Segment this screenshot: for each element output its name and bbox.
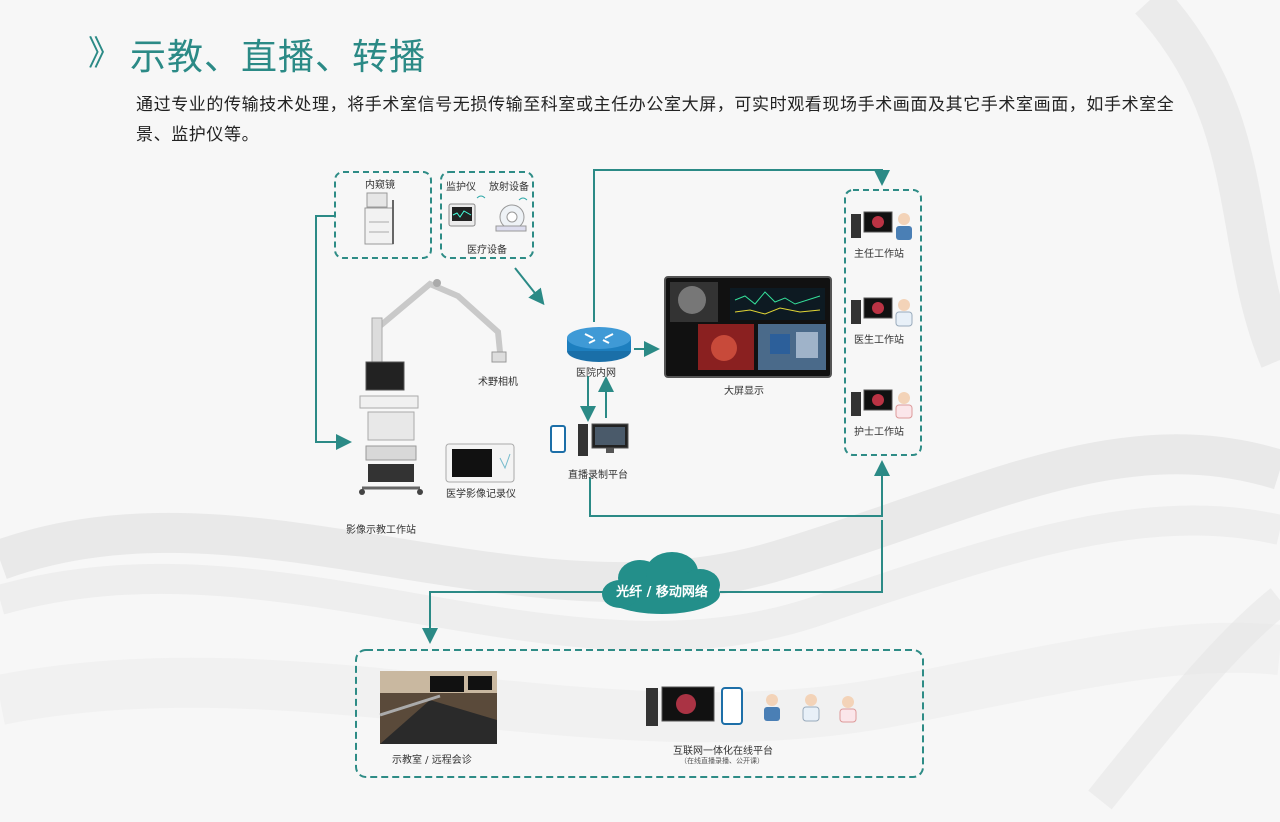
surgical-camera-arm-image	[377, 280, 503, 355]
classroom-label: 示教室 / 远程会诊	[392, 755, 472, 766]
network-cloud-label: 光纤 / 移动网络	[616, 585, 708, 600]
line-endoscope-to-teaching	[315, 215, 352, 450]
director-station-image	[851, 211, 912, 240]
hospital-network-label: 医院内网	[576, 368, 616, 379]
medical-devices-label: 医疗设备	[467, 245, 507, 256]
live-platform-image	[550, 423, 629, 456]
line-network-to-directors	[593, 169, 890, 322]
image-recorder-image	[445, 443, 515, 483]
monitor-label: 监护仪	[446, 182, 476, 193]
router-icon	[567, 327, 631, 362]
line-devices-to-network	[514, 267, 545, 306]
doctor-station-image	[851, 297, 913, 327]
nurse-station-label: 护士工作站	[854, 427, 904, 438]
remote-box	[355, 649, 924, 778]
patient-monitor-image	[448, 195, 486, 227]
big-screen-label: 大屏显示	[724, 386, 764, 397]
description-text: 通过专业的传输技术处理，将手术室信号无损传输至科室或主任办公室大屏，可实时观看现…	[136, 95, 1175, 145]
radiation-device-image	[495, 197, 528, 232]
classroom-photo	[379, 671, 497, 744]
surgical-camera-label: 术野相机	[478, 377, 518, 388]
big-screen-image	[664, 276, 832, 378]
live-platform-label: 直播录制平台	[568, 470, 628, 481]
director-station-label: 主任工作站	[854, 249, 904, 260]
teaching-station-image	[359, 317, 423, 495]
endoscope-image	[364, 192, 394, 245]
line-cloud-to-remote	[422, 591, 604, 644]
medical-devices-box	[440, 171, 534, 259]
line-cloud-to-stations	[720, 520, 883, 593]
internet-platform-label: 互联网一体化在线平台	[673, 746, 773, 757]
nurse-station-image	[851, 389, 913, 419]
recorder-label: 医学影像记录仪	[446, 489, 516, 500]
radiation-label: 放射设备	[489, 182, 529, 193]
line-platform-to-stations	[589, 460, 890, 517]
double-chevron-icon: 》	[88, 34, 122, 74]
teaching-station-label: 影像示教工作站	[346, 525, 416, 536]
network-cloud	[602, 552, 720, 614]
internet-platform-image	[646, 686, 857, 726]
endoscope-label: 内窥镜	[365, 180, 395, 191]
internet-platform-sublabel: （在线直播录播、公开课）	[680, 757, 764, 765]
section-header: 》 示教、直播、转播	[88, 28, 426, 80]
workstations-box	[844, 189, 922, 456]
doctor-station-label: 医生工作站	[854, 335, 904, 346]
page-title: 示教、直播、转播	[130, 37, 427, 78]
